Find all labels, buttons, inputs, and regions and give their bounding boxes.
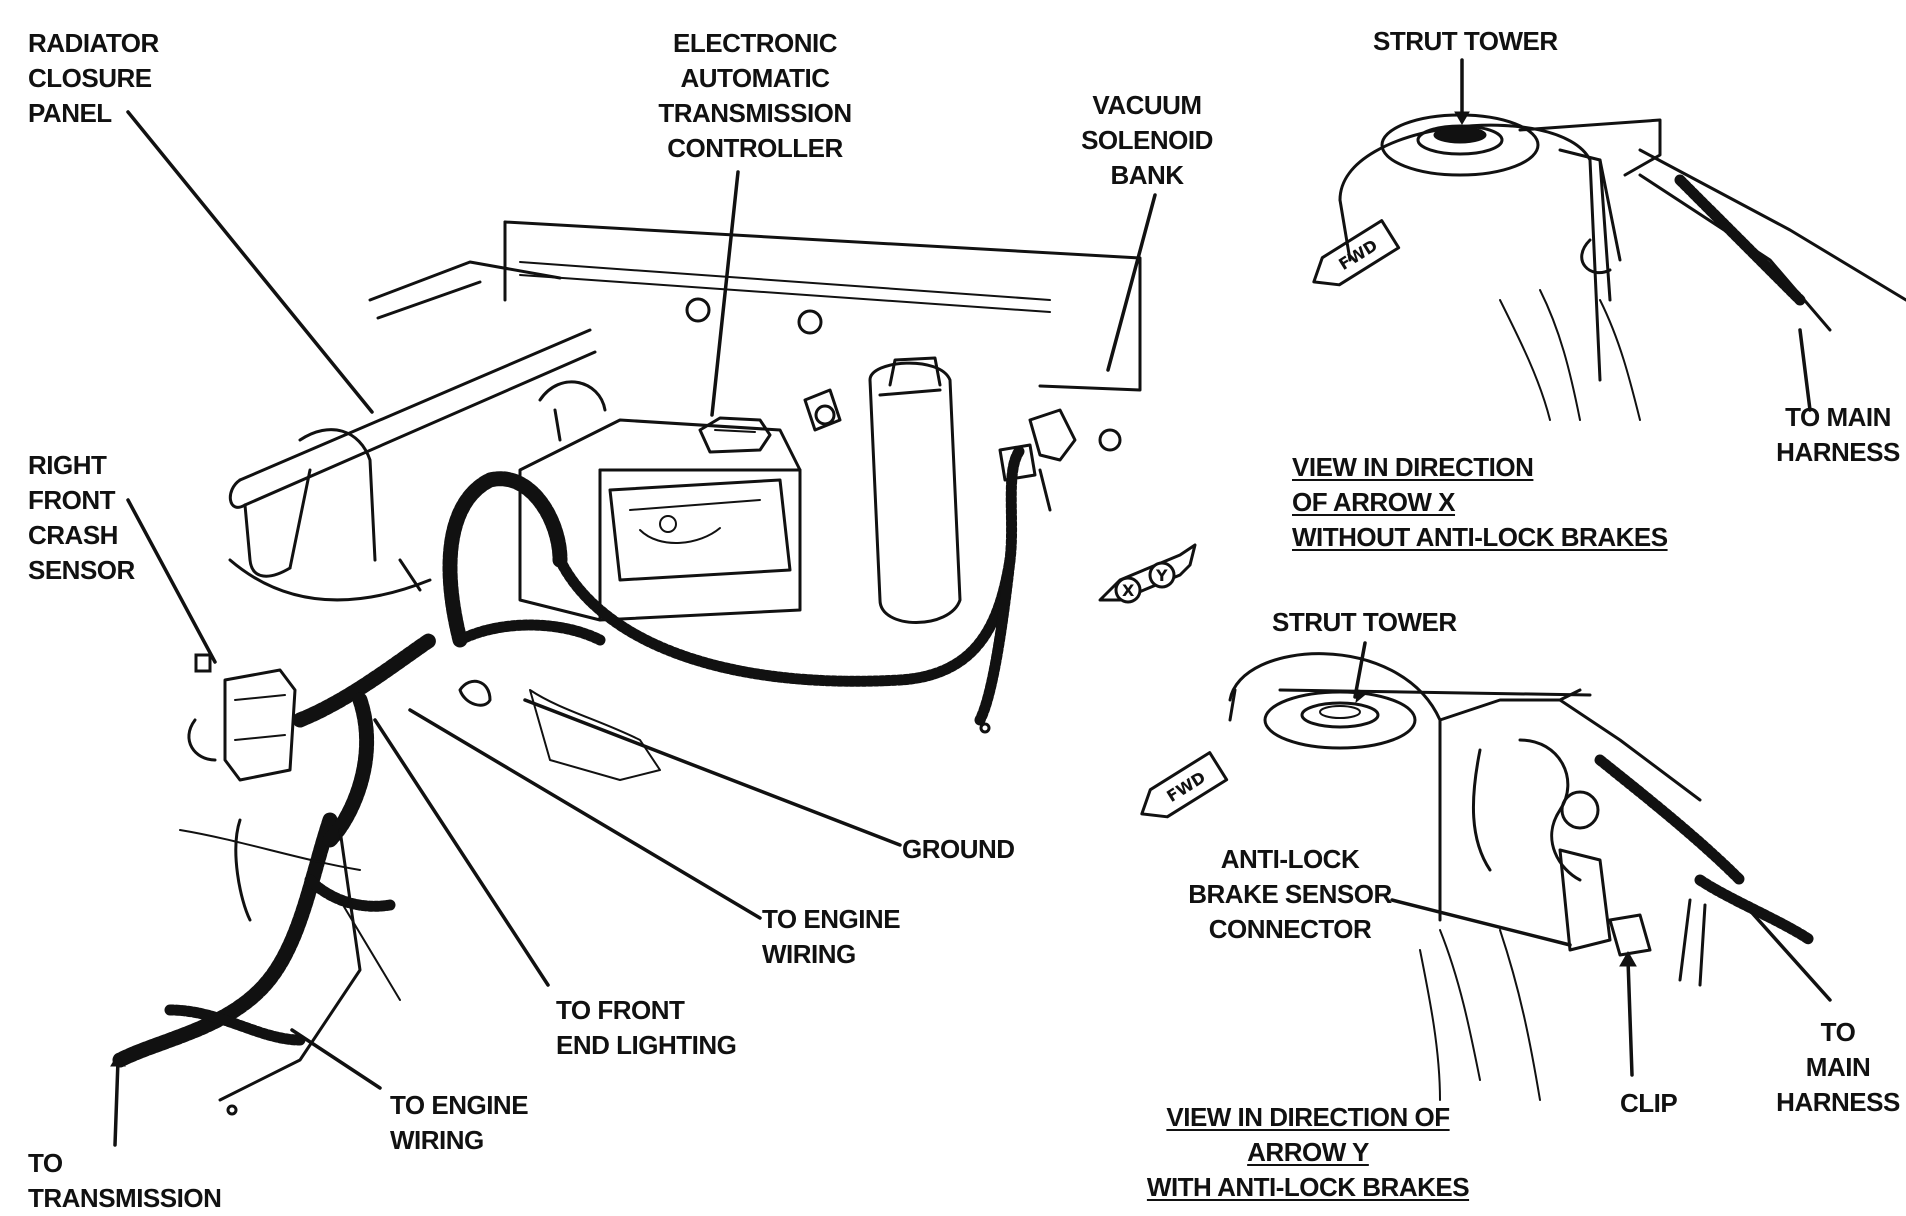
view-x-drawing: FWD <box>1312 113 1906 421</box>
label-to-transmission: TO TRANSMISSION <box>28 1148 222 1213</box>
svg-text:FWD: FWD <box>1335 236 1381 274</box>
label-right-front-crash-sensor: RIGHT FRONT CRASH SENSOR <box>28 450 135 585</box>
label-vacuum-solenoid-bank: VACUUM SOLENOID BANK <box>1081 90 1213 190</box>
label-view-y-to-main-harness: TO MAIN HARNESS <box>1776 1017 1900 1117</box>
view-y-caption: VIEW IN DIRECTION OF ARROW Y WITH ANTI-L… <box>1146 1102 1470 1202</box>
label-to-front-end-lighting: TO FRONT END LIGHTING <box>556 995 737 1060</box>
leader-lines <box>110 58 1832 1147</box>
label-ground: GROUND <box>902 834 1015 864</box>
svg-text:FWD: FWD <box>1163 768 1209 806</box>
label-to-engine-wiring-upper: TO ENGINE WIRING <box>762 904 901 969</box>
label-electronic-transmission-controller: ELECTRONIC AUTOMATIC TRANSMISSION CONTRO… <box>658 28 852 163</box>
label-radiator-closure-panel: RADIATOR CLOSURE PANEL <box>28 28 159 128</box>
arrow-x-y-indicator: X Y <box>1114 561 1176 604</box>
label-view-x-strut-tower: STRUT TOWER <box>1373 26 1558 56</box>
label-view-x-to-main-harness: TO MAIN HARNESS <box>1776 402 1900 467</box>
view-y-drawing: FWD <box>1140 652 1816 1101</box>
label-clip: CLIP <box>1620 1088 1678 1118</box>
label-to-engine-wiring-lower: TO ENGINE WIRING <box>390 1090 529 1155</box>
view-x-caption: VIEW IN DIRECTION OF ARROW X WITHOUT ANT… <box>1292 452 1668 552</box>
label-anti-lock-brake-sensor-connector: ANTI-LOCK BRAKE SENSOR CONNECTOR <box>1188 844 1392 944</box>
engine-compartment-drawing <box>112 220 1197 1116</box>
label-view-y-strut-tower: STRUT TOWER <box>1272 607 1457 637</box>
svg-text:X: X <box>1122 581 1135 600</box>
svg-text:Y: Y <box>1155 566 1168 585</box>
